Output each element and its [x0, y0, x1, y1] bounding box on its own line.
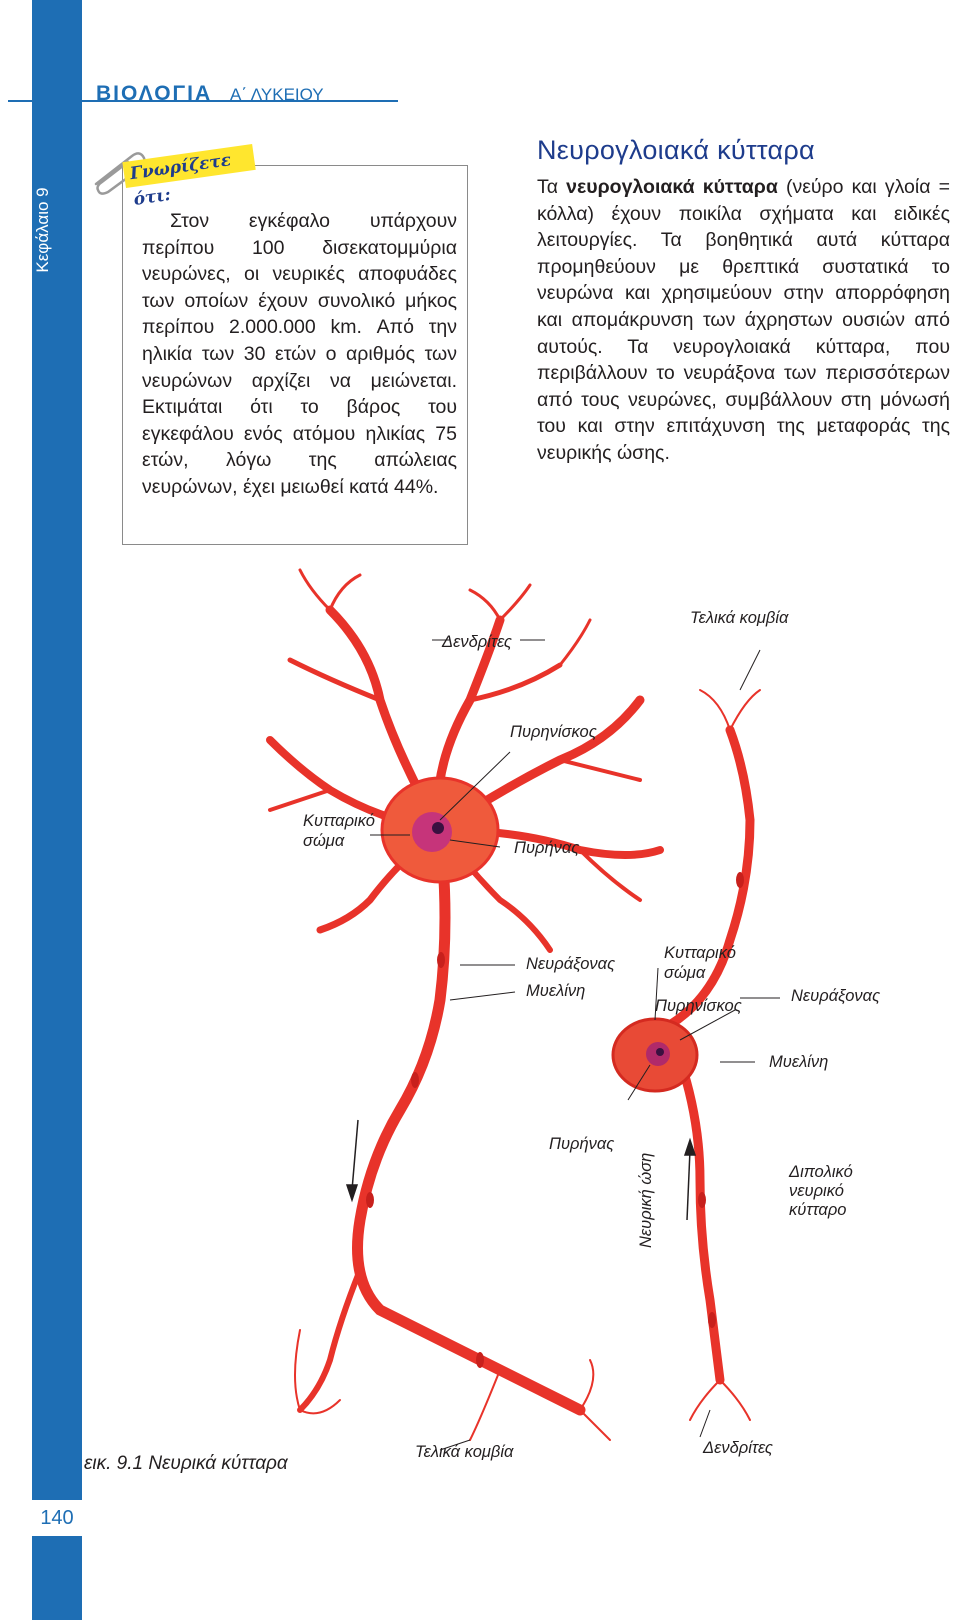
label-terminal-top: Τελικά κομβία: [690, 608, 788, 628]
label-nucleolus-right: Πυρηνίσκος: [655, 996, 742, 1016]
figure-caption: εικ. 9.1 Νευρικά κύτταρα: [84, 1453, 288, 1475]
label-myelin-right: Μυελίνη: [769, 1052, 828, 1072]
dendrite: [560, 620, 590, 665]
nucleolus: [432, 822, 444, 834]
label-axon-left: Νευράξονας: [526, 954, 615, 974]
dendrite: [500, 585, 530, 620]
terminal: [295, 1330, 300, 1410]
dendrite: [300, 570, 330, 610]
label-bipolar-3: κύτταρο: [789, 1200, 846, 1220]
bipolar-terminal: [700, 690, 730, 730]
label-dendrites-top: Δενδρίτες: [442, 632, 512, 652]
label-cell-body-left-1: Κυτταρικό: [303, 811, 375, 831]
page-number: 140: [32, 1500, 82, 1536]
label-axon-right: Νευράξονας: [791, 986, 880, 1006]
terminal: [580, 1410, 610, 1440]
axon-branch: [300, 1270, 360, 1410]
bipolar-nucleolus: [656, 1048, 664, 1056]
label-dendrites-bottom: Δενδρίτες: [703, 1438, 773, 1458]
terminal: [470, 1370, 500, 1440]
axon: [358, 830, 581, 1410]
dendrite: [270, 790, 330, 810]
label-cell-body-right-2: σώμα: [664, 963, 705, 983]
terminal: [580, 1360, 593, 1410]
label-nucleus-left: Πυρήνας: [514, 838, 579, 858]
label-nerve-impulse: Νευρική ώση: [636, 1153, 656, 1248]
label-bipolar-2: νευρικό: [789, 1181, 844, 1201]
bipolar-terminal: [730, 690, 760, 730]
label-cell-body-left-2: σώμα: [303, 831, 344, 851]
label-nucleus-right: Πυρήνας: [549, 1134, 614, 1154]
dendrite: [330, 575, 360, 610]
label-nucleolus-left: Πυρηνίσκος: [510, 722, 597, 742]
bipolar-terminal: [720, 1380, 750, 1420]
bipolar-dendrite: [680, 1060, 720, 1380]
label-terminal-bottom: Τελικά κομβία: [415, 1442, 513, 1462]
dendrite: [470, 590, 500, 620]
label-cell-body-right-1: Κυτταρικό: [664, 943, 736, 963]
nucleus: [412, 812, 452, 852]
label-myelin-left: Μυελίνη: [526, 981, 585, 1001]
label-bipolar-1: Διπολικό: [789, 1162, 853, 1182]
bipolar-axon-top: [650, 730, 750, 1035]
bipolar-terminal: [690, 1380, 720, 1420]
dendrite: [560, 760, 640, 780]
